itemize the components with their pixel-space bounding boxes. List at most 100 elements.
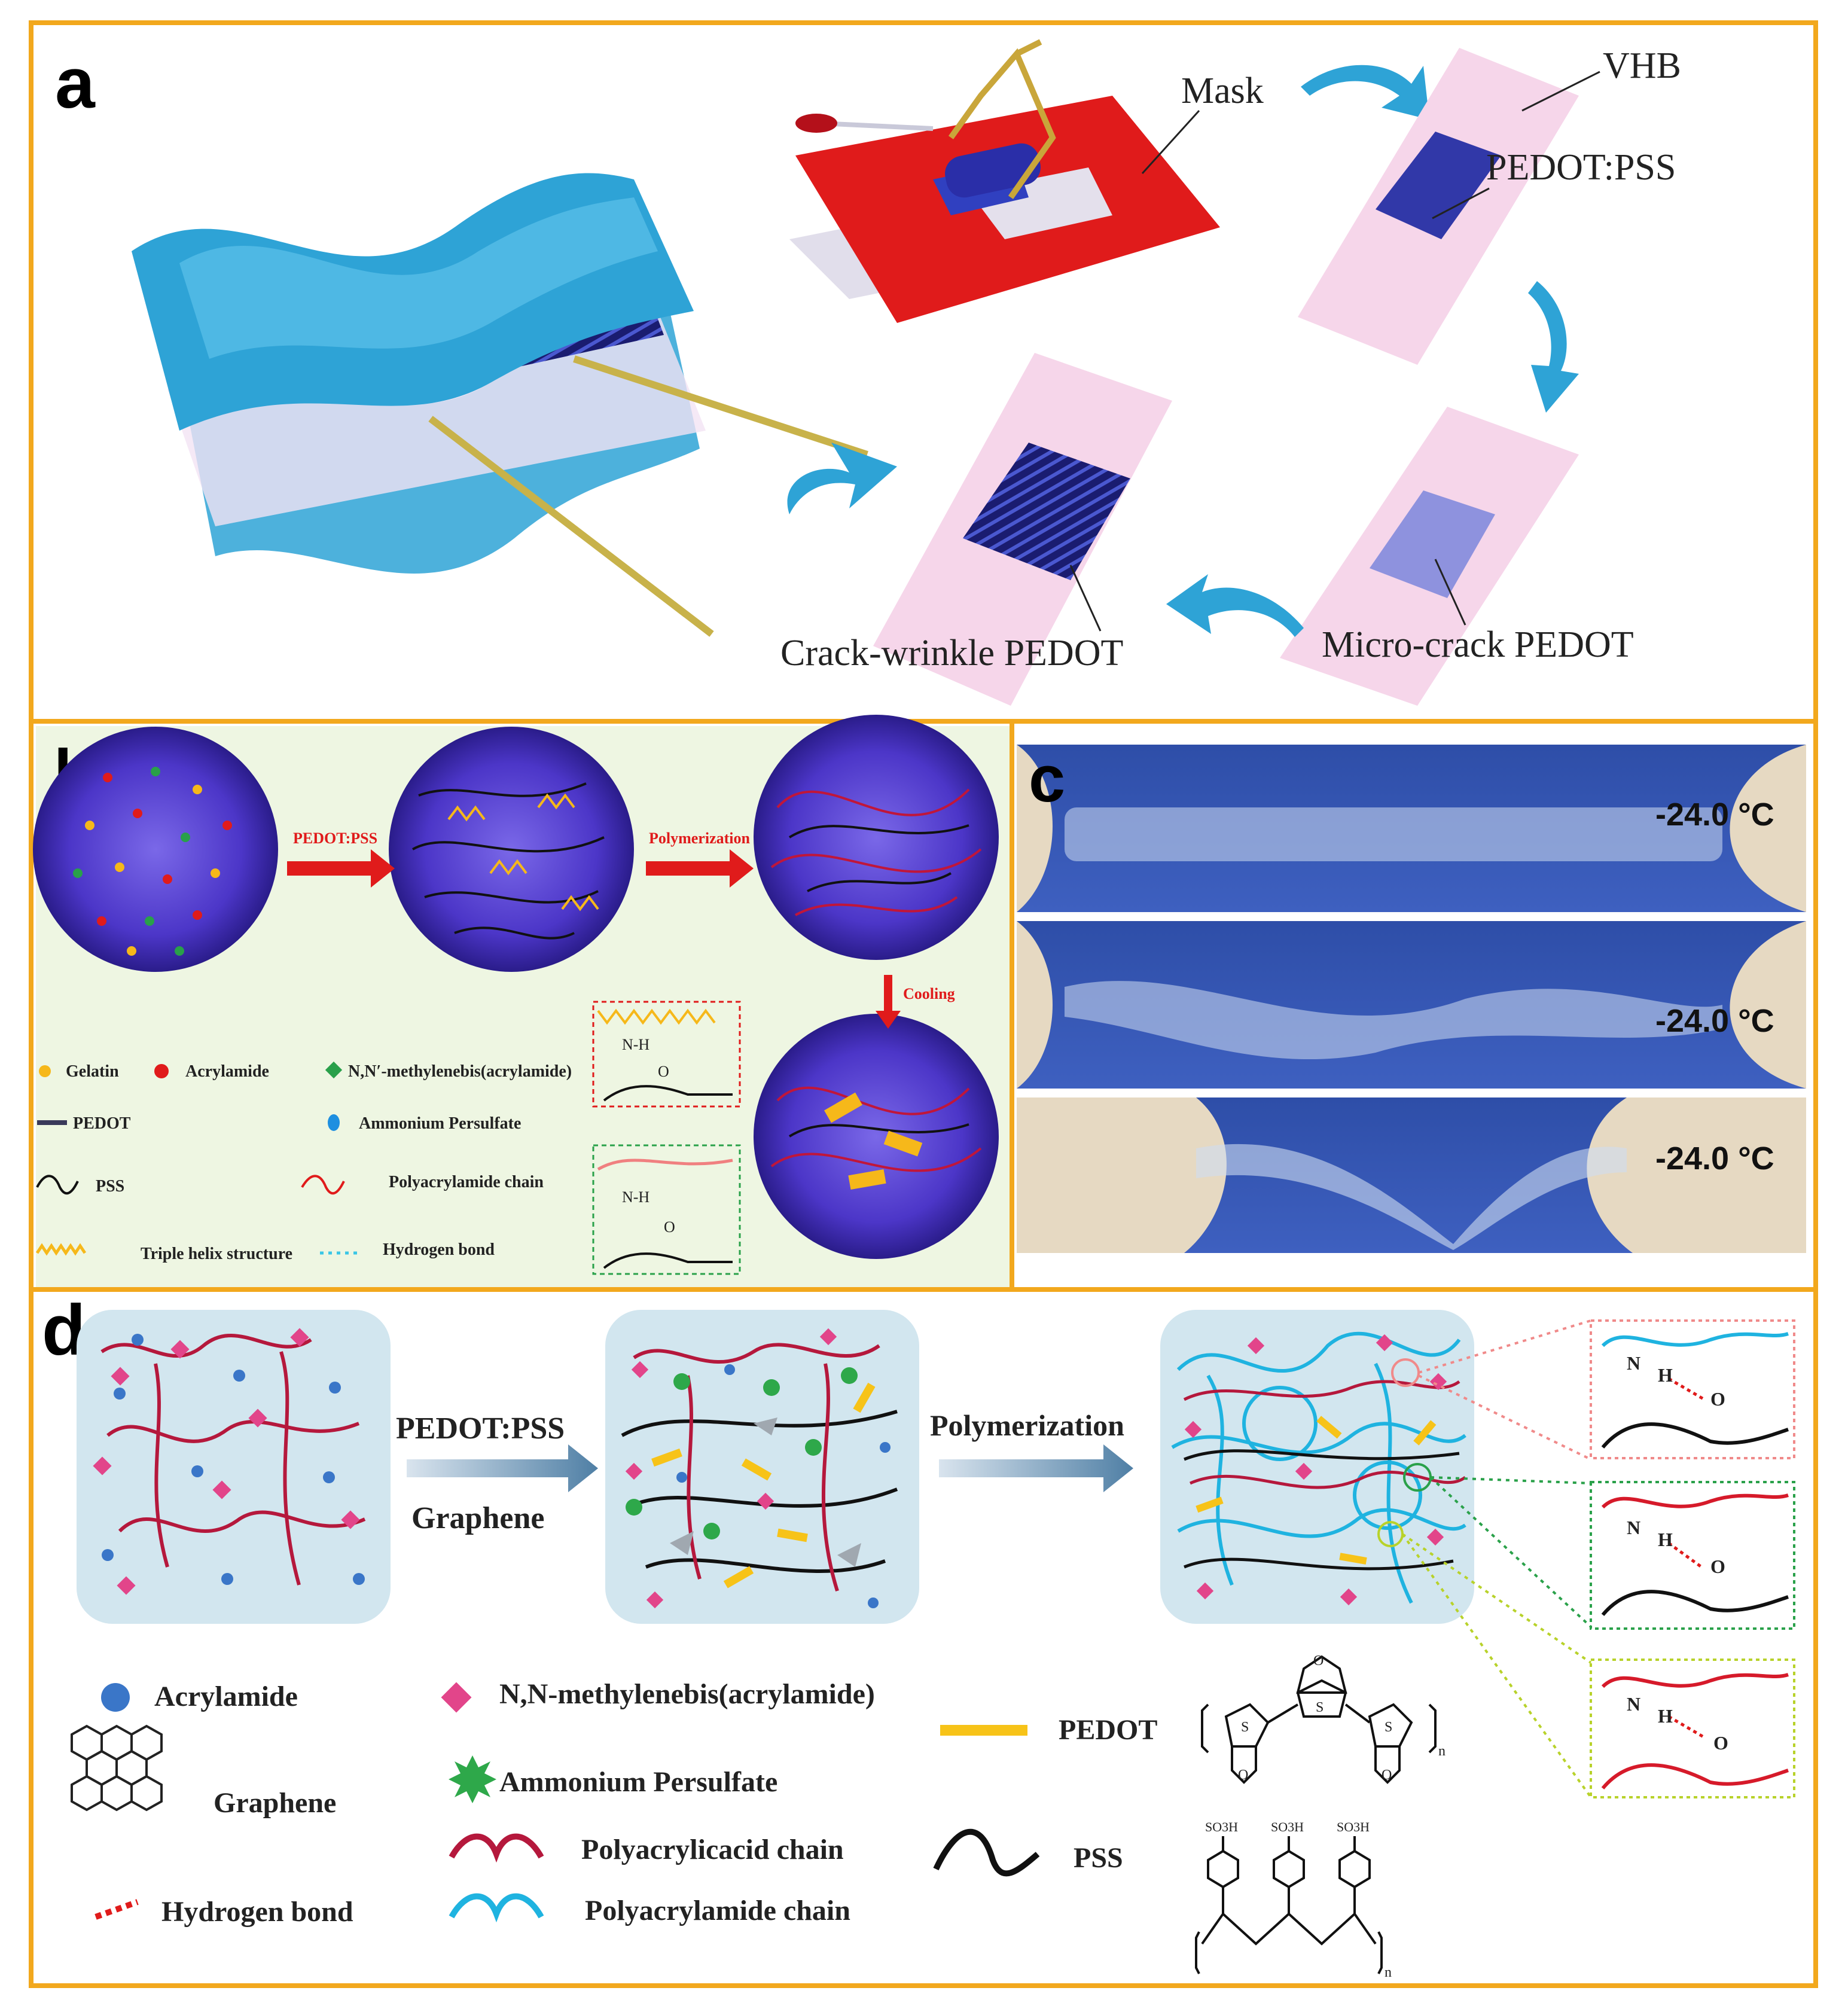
legend-b-acrylamide: Acrylamide — [185, 1062, 269, 1081]
inset-b-green — [592, 1144, 741, 1275]
arrow-a-2 — [1528, 281, 1579, 413]
arrow-b-polymerization-label: Polymerization — [649, 830, 750, 847]
legend-b-pss: PSS — [96, 1177, 124, 1196]
legend-d-crosslinker: N,N-methylenebis(acrylamide) — [499, 1678, 875, 1710]
inset-d-green-h: H — [1658, 1529, 1673, 1550]
pss-so3h-3: SO3H — [1337, 1819, 1370, 1834]
pss-structure — [1195, 1836, 1383, 1974]
inset-b-red — [592, 1001, 741, 1108]
inset-d-green — [1590, 1481, 1795, 1630]
inset-d-pink-h: H — [1658, 1364, 1673, 1386]
arrow-b-pedot-label: PEDOT:PSS — [293, 830, 377, 847]
pedot-o-3: O — [1382, 1767, 1392, 1783]
sensor-device-illustration — [132, 173, 897, 637]
box-d-1 — [77, 1310, 391, 1624]
pedot-s-3: S — [1385, 1720, 1392, 1735]
inset-d-yellow-h: H — [1658, 1705, 1673, 1727]
legend-d-pedot: PEDOT — [1059, 1714, 1157, 1746]
photo-c-content — [1017, 745, 1806, 1253]
sphere-2-chains — [412, 782, 605, 940]
temp-c-2: -24.0 °C — [1655, 1003, 1774, 1039]
temp-c-1: -24.0 °C — [1655, 797, 1774, 833]
inset-d-yellow — [1590, 1659, 1795, 1798]
arrow-d-2-label: Polymerization — [930, 1409, 1124, 1442]
arrow-a-1 — [1301, 65, 1429, 120]
legend-d-acrylamide: Acrylamide — [154, 1681, 298, 1712]
sphere-3 — [754, 715, 999, 960]
arrow-a-3 — [1166, 574, 1304, 637]
crack-wrinkle-strip — [873, 353, 1172, 706]
pedot-structure — [1201, 1655, 1437, 1784]
legend-d-aps: Ammonium Persulfate — [499, 1766, 777, 1798]
panel-a: a Mask — [55, 39, 1681, 706]
legend-d-symbols — [71, 1682, 1040, 1923]
legend-d-hbond: Hydrogen bond — [161, 1896, 353, 1928]
sphere-1 — [33, 727, 278, 972]
arrow-b-polymerization — [646, 849, 754, 888]
legend-b-pedot: PEDOT — [73, 1114, 131, 1133]
legend-b-helix: Triple helix structure — [141, 1245, 292, 1263]
arrow-d-1 — [407, 1444, 598, 1492]
arrow-b-cooling-label: Cooling — [903, 985, 955, 1002]
box-d-1-content — [93, 1328, 366, 1595]
arrow-d-2 — [939, 1444, 1133, 1492]
sphere-3-network — [770, 788, 982, 916]
arrow-b-pedot — [287, 849, 395, 888]
arrow-d-1-top: PEDOT:PSS — [396, 1411, 565, 1446]
legend-d-graphene: Graphene — [214, 1787, 336, 1819]
inset-d-green-n: N — [1627, 1517, 1640, 1538]
connector-lines — [1401, 1319, 1592, 1798]
temp-c-3: -24.0 °C — [1655, 1141, 1774, 1176]
inset-b-red-nh: N-H — [622, 1036, 649, 1053]
arrow-d-1-bottom: Graphene — [411, 1501, 544, 1535]
legend-d-paam: Polyacrylamide chain — [585, 1895, 850, 1926]
inset-b-green-nh: N-H — [622, 1188, 649, 1206]
panel-c-letter: c — [1029, 742, 1065, 816]
legend-b-gelatin: Gelatin — [66, 1062, 119, 1081]
panel-d: d — [42, 1290, 1795, 1980]
panel-frames — [29, 20, 1818, 1988]
inset-b-green-o: O — [664, 1218, 675, 1236]
panel-a-letter: a — [55, 43, 96, 123]
mask-coating-illustration — [789, 39, 1220, 323]
pedot-o-2: O — [1238, 1767, 1248, 1783]
label-pedot-pss: PEDOT:PSS — [1486, 147, 1676, 188]
box-d-2 — [605, 1310, 919, 1624]
panel-c: c -24.0 °C -24.0 °C -24.0 °C — [1017, 742, 1806, 1253]
label-crack-wrinkle: Crack-wrinkle PEDOT — [780, 633, 1123, 673]
pss-so3h-2: SO3H — [1271, 1819, 1304, 1834]
inset-d-yellow-o: O — [1713, 1732, 1728, 1754]
box-d-3-content — [1171, 1331, 1466, 1606]
inset-d-pink-o: O — [1710, 1388, 1725, 1410]
micro-crack-strip — [1280, 407, 1579, 706]
legend-b-aps: Ammonium Persulfate — [359, 1114, 521, 1133]
inset-d-pink — [1590, 1319, 1795, 1459]
panel-b: b — [33, 715, 1010, 1287]
legend-b — [35, 1061, 362, 1256]
pedot-o-1: O — [1313, 1653, 1324, 1669]
box-d-2-content — [621, 1328, 898, 1609]
label-vhb: VHB — [1603, 45, 1681, 86]
legend-d-paa: Polyacrylicacid chain — [581, 1834, 844, 1865]
sphere-4-network — [770, 1086, 982, 1190]
legend-b-hbond: Hydrogen bond — [383, 1240, 495, 1259]
arrow-b-cooling — [876, 975, 901, 1029]
pss-so3h-1: SO3H — [1205, 1819, 1238, 1834]
inset-d-pink-n: N — [1627, 1352, 1640, 1374]
legend-b-paam: Polyacrylamide chain — [389, 1173, 544, 1191]
legend-b-crosslinker: N,N′-methylenebis(acrylamide) — [348, 1062, 572, 1081]
sphere-4 — [754, 1014, 999, 1259]
inset-b-red-o: O — [658, 1063, 669, 1080]
label-mask: Mask — [1181, 71, 1264, 111]
sphere-1-particles — [73, 767, 232, 956]
inset-d-yellow-n: N — [1627, 1693, 1640, 1715]
vhb-strip — [1298, 48, 1579, 365]
inset-d-green-o: O — [1710, 1556, 1725, 1577]
legend-d-pss: PSS — [1074, 1842, 1123, 1874]
pedot-s-2: S — [1316, 1700, 1324, 1715]
pss-n: n — [1385, 1965, 1392, 1980]
pedot-s-1: S — [1241, 1720, 1249, 1735]
label-micro-crack: Micro-crack PEDOT — [1322, 624, 1634, 665]
pedot-n: n — [1438, 1743, 1446, 1759]
